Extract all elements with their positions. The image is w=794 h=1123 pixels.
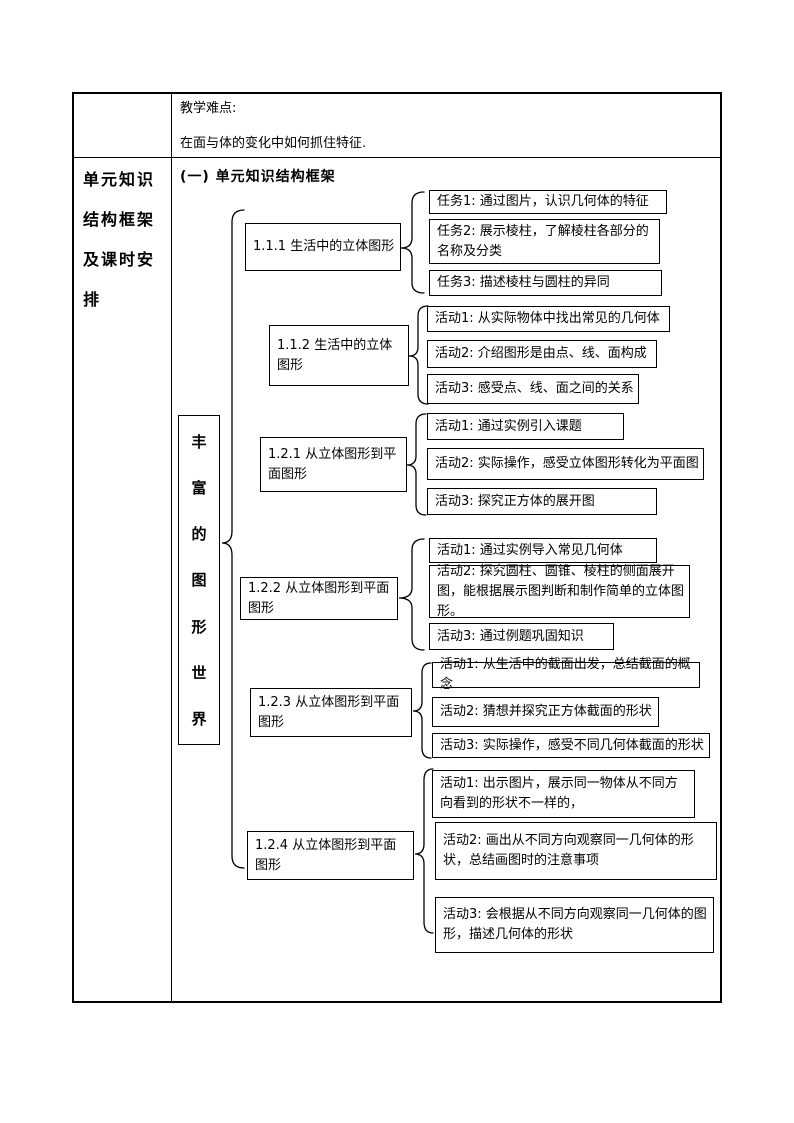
section-box-1-2-2: 1.2.2 从立体图形到平面图形	[240, 577, 398, 620]
root-char: 的	[191, 525, 207, 544]
activity-box-1-2-4-3: 活动3: 会根据从不同方向观察同一几何体的图形，描述几何体的形状	[435, 897, 714, 953]
activity-box-1-2-2-3: 活动3: 通过例题巩固知识	[429, 623, 614, 650]
activity-box-1-2-3-2: 活动2: 猜想并探究正方体截面的形状	[432, 697, 659, 727]
activity-box-1-2-4-2: 活动2: 画出从不同方向观察同一几何体的形状，总结画图时的注意事项	[435, 822, 717, 880]
activity-box-1-2-2-1: 活动1: 通过实例导入常见几何体	[429, 538, 657, 563]
section-box-1-1-2: 1.1.2 生活中的立体图形	[269, 325, 409, 386]
task-box-3: 任务3: 描述棱柱与圆柱的异同	[429, 270, 662, 296]
diagram-heading: (一) 单元知识结构框架	[180, 169, 336, 185]
left-title-line: 排	[83, 290, 102, 309]
root-char: 界	[191, 709, 207, 728]
section-box-1-1-1: 1.1.1 生活中的立体图形	[245, 223, 401, 271]
section-box-1-2-3: 1.2.3 从立体图形到平面图形	[250, 688, 412, 737]
brace-section-5	[412, 662, 432, 759]
activity-box-1-2-1-2: 活动2: 实际操作，感受立体图形转化为平面图	[427, 448, 704, 480]
brace-root	[221, 209, 245, 869]
brace-section-2	[408, 305, 429, 405]
teaching-difficulty-text: 在面与体的变化中如何抓住特征.	[180, 136, 367, 151]
left-title-line: 及课时安	[83, 250, 156, 269]
brace-connectors	[221, 191, 434, 934]
root-title-box: 丰 富 的 图 形 世 界	[178, 415, 220, 745]
task-box-2: 任务2: 展示棱柱，了解棱柱各部分的名称及分类	[429, 219, 660, 264]
teaching-difficulty-label: 教学难点:	[180, 101, 237, 116]
brace-section-6	[414, 768, 434, 934]
activity-box-1-2-2-2: 活动2: 探究圆柱、圆锥、棱柱的侧面展开图，能根据展示图判断和制作简单的立体图形…	[429, 564, 690, 619]
activity-box-1-2-1-1: 活动1: 通过实例引入课题	[427, 413, 624, 440]
left-column-title: 单元知识 结构框架 及课时安 排	[83, 160, 155, 320]
section-box-1-2-4: 1.2.4 从立体图形到平面图形	[247, 831, 414, 880]
root-char: 形	[191, 617, 207, 636]
activity-box-1-2-3-1: 活动1: 从生活中的截面出发，总结截面的概念	[432, 657, 700, 692]
section-box-1-2-1: 1.2.1 从立体图形到平面图形	[260, 437, 407, 492]
table-row-divider	[74, 157, 720, 158]
root-char: 富	[191, 479, 207, 498]
activity-box-1-1-2-1: 活动1: 从实际物体中找出常见的几何体	[427, 306, 670, 332]
activity-box-1-1-2-2: 活动2: 介绍图形是由点、线、面构成	[427, 340, 657, 368]
root-char: 丰	[191, 433, 207, 451]
table-column-divider	[171, 94, 172, 1001]
brace-section-1	[400, 191, 425, 294]
left-title-line: 结构框架	[83, 210, 156, 229]
activity-box-1-2-4-1: 活动1: 出示图片，展示同一物体从不同方向看到的形状不一样的，	[432, 770, 695, 818]
task-box-1: 任务1: 通过图片，认识几何体的特征	[429, 190, 667, 214]
activity-box-1-2-3-3: 活动3: 实际操作，感受不同几何体截面的形状	[432, 733, 710, 758]
activity-box-1-1-2-3: 活动3: 感受点、线、面之间的关系	[427, 374, 639, 404]
left-title-line: 单元知识	[83, 170, 156, 189]
activity-box-1-2-1-3: 活动3: 探究正方体的展开图	[427, 488, 657, 515]
root-char: 图	[191, 571, 207, 590]
layout-table: 教学难点: 在面与体的变化中如何抓住特征. 单元知识 结构框架 及课时安 排 (…	[72, 92, 722, 1003]
knowledge-structure-diagram: (一) 单元知识结构框架 丰 富 的 图 形 世 界 1.1	[172, 158, 718, 999]
brace-section-3	[406, 413, 427, 516]
root-char: 世	[191, 663, 207, 682]
teaching-difficulty-cell: 教学难点: 在面与体的变化中如何抓住特征.	[180, 99, 366, 154]
brace-section-4	[398, 538, 425, 651]
